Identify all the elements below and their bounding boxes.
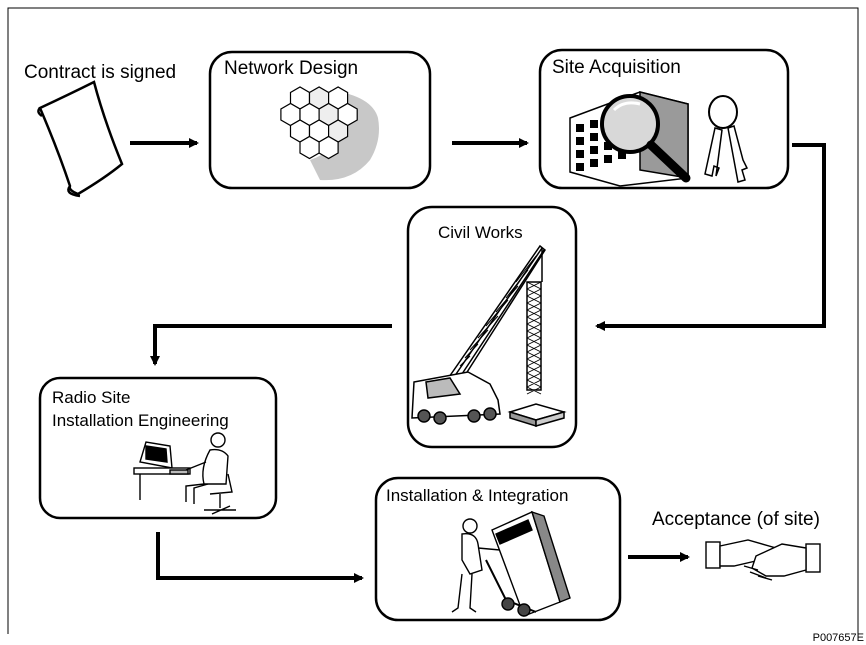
building-window [576, 150, 584, 158]
civil-works-label: Civil Works [438, 223, 523, 242]
handshake-icon [705, 539, 821, 581]
figure-code: P007657E [812, 632, 864, 644]
arrow-civil-to-radio [150, 324, 392, 366]
radio-site-label-line2: Installation Engineering [52, 411, 229, 430]
hex-cell [299, 135, 320, 160]
building-window [590, 146, 598, 154]
arrow-acquisition-to-civil [595, 143, 826, 331]
hex-cell [318, 135, 339, 160]
building-window [590, 120, 598, 128]
building-window [590, 133, 598, 141]
outer-frame [7, 7, 859, 634]
acceptance-label: Acceptance (of site) [652, 509, 820, 530]
building-magnifier-keys-icon [569, 91, 749, 187]
engineer-computer-icon [133, 432, 236, 515]
contract-label: Contract is signed [24, 62, 177, 83]
building-window [576, 137, 584, 145]
building-window [618, 151, 626, 159]
flow-arrows [130, 138, 826, 583]
site-acquisition-label: Site Acquisition [552, 57, 681, 78]
installation-label: Installation & Integration [386, 486, 569, 505]
building-window [576, 163, 584, 171]
building-window [604, 142, 612, 150]
building-window [604, 155, 612, 163]
network-design-label: Network Design [224, 58, 359, 79]
building-window [590, 159, 598, 167]
crane-tower-icon [411, 244, 567, 428]
arrow-radio-to-installation [156, 532, 364, 583]
building-window [576, 124, 584, 132]
hexagon-cell-map-icon [280, 86, 379, 181]
radio-site-label-line1: Radio Site [52, 388, 131, 407]
worker-cabinet-trolley-icon [451, 510, 571, 617]
document-icon [37, 80, 124, 198]
